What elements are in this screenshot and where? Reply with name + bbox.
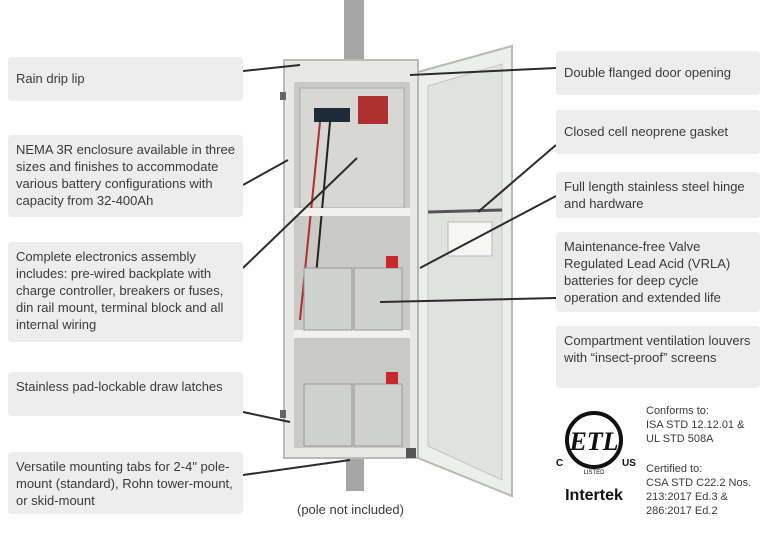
logo-c-text: C bbox=[556, 458, 563, 469]
callout-text: Versatile mounting tabs for 2-4" pole-mo… bbox=[16, 459, 233, 508]
callout-draw-latches: Stainless pad-lockable draw latches bbox=[8, 372, 243, 416]
callout-text: NEMA 3R enclosure available in three siz… bbox=[16, 142, 235, 208]
certified-block: Certified to: CSA STD C22.2 Nos. 213:201… bbox=[646, 462, 751, 518]
door-brace bbox=[427, 208, 503, 214]
pole-top bbox=[344, 0, 364, 64]
certified-line: CSA STD C22.2 Nos. bbox=[646, 477, 752, 489]
door-label-plate bbox=[447, 221, 493, 257]
certified-line: 213:2017 Ed.3 & bbox=[646, 491, 728, 503]
pole-caption: (pole not included) bbox=[297, 502, 404, 517]
callout-nema-enclosure: NEMA 3R enclosure available in three siz… bbox=[8, 135, 243, 217]
logo-us-text: US bbox=[622, 458, 636, 469]
conforms-block: Conforms to: ISA STD 12.12.01 & UL STD 5… bbox=[646, 404, 744, 446]
latch-top bbox=[280, 92, 286, 100]
wire-red bbox=[299, 121, 321, 321]
etl-listed-logo: ETL LISTED C US Intertek bbox=[556, 411, 636, 504]
callout-text: Compartment ventilation louvers with “in… bbox=[564, 333, 751, 365]
breakers bbox=[358, 96, 388, 124]
leader-lines bbox=[242, 64, 557, 476]
latch-bottom bbox=[280, 410, 286, 418]
certified-line: 286:2017 Ed.2 bbox=[646, 505, 718, 517]
battery-3 bbox=[303, 383, 353, 447]
callout-text: Double flanged door opening bbox=[564, 65, 731, 80]
callout-steel-hinge: Full length stainless steel hinge and ha… bbox=[556, 172, 760, 218]
logo-listed-text: LISTED bbox=[583, 470, 605, 476]
battery-terminal-2 bbox=[386, 372, 398, 384]
door-window bbox=[427, 63, 503, 481]
battery-4 bbox=[353, 383, 403, 447]
intertek-brand: Intertek bbox=[565, 487, 623, 504]
conforms-line: UL STD 508A bbox=[646, 433, 714, 445]
callout-mounting-tabs: Versatile mounting tabs for 2-4" pole-mo… bbox=[8, 452, 243, 514]
callout-text: Maintenance-free Valve Regulated Lead Ac… bbox=[564, 239, 731, 305]
callout-vrla-batteries: Maintenance-free Valve Regulated Lead Ac… bbox=[556, 232, 760, 312]
battery-terminal-1 bbox=[386, 256, 398, 268]
callout-door-opening: Double flanged door opening bbox=[556, 51, 760, 95]
shelf-upper bbox=[294, 208, 410, 216]
callout-text: Closed cell neoprene gasket bbox=[564, 124, 729, 139]
logo-etl-text: ETL bbox=[568, 427, 618, 456]
callout-neoprene-gasket: Closed cell neoprene gasket bbox=[556, 110, 760, 154]
certified-title: Certified to: bbox=[646, 463, 703, 475]
callout-electronics-assembly: Complete electronics assembly includes: … bbox=[8, 242, 243, 342]
conforms-title: Conforms to: bbox=[646, 405, 709, 417]
battery-1 bbox=[303, 267, 353, 331]
callout-text: Stainless pad-lockable draw latches bbox=[16, 379, 223, 394]
mounting-tab bbox=[406, 448, 416, 458]
callout-text: Complete electronics assembly includes: … bbox=[16, 249, 224, 332]
callout-rain-drip-lip: Rain drip lip bbox=[8, 57, 243, 101]
conforms-line: ISA STD 12.12.01 & bbox=[646, 419, 745, 431]
battery-2 bbox=[353, 267, 403, 331]
backplate bbox=[299, 87, 405, 209]
callout-ventilation: Compartment ventilation louvers with “in… bbox=[556, 326, 760, 388]
callout-text: Rain drip lip bbox=[16, 71, 85, 86]
shelf-lower bbox=[294, 330, 410, 338]
callout-text: Full length stainless steel hinge and ha… bbox=[564, 179, 745, 211]
charge-controller bbox=[314, 108, 350, 122]
pole-bottom bbox=[346, 455, 364, 491]
